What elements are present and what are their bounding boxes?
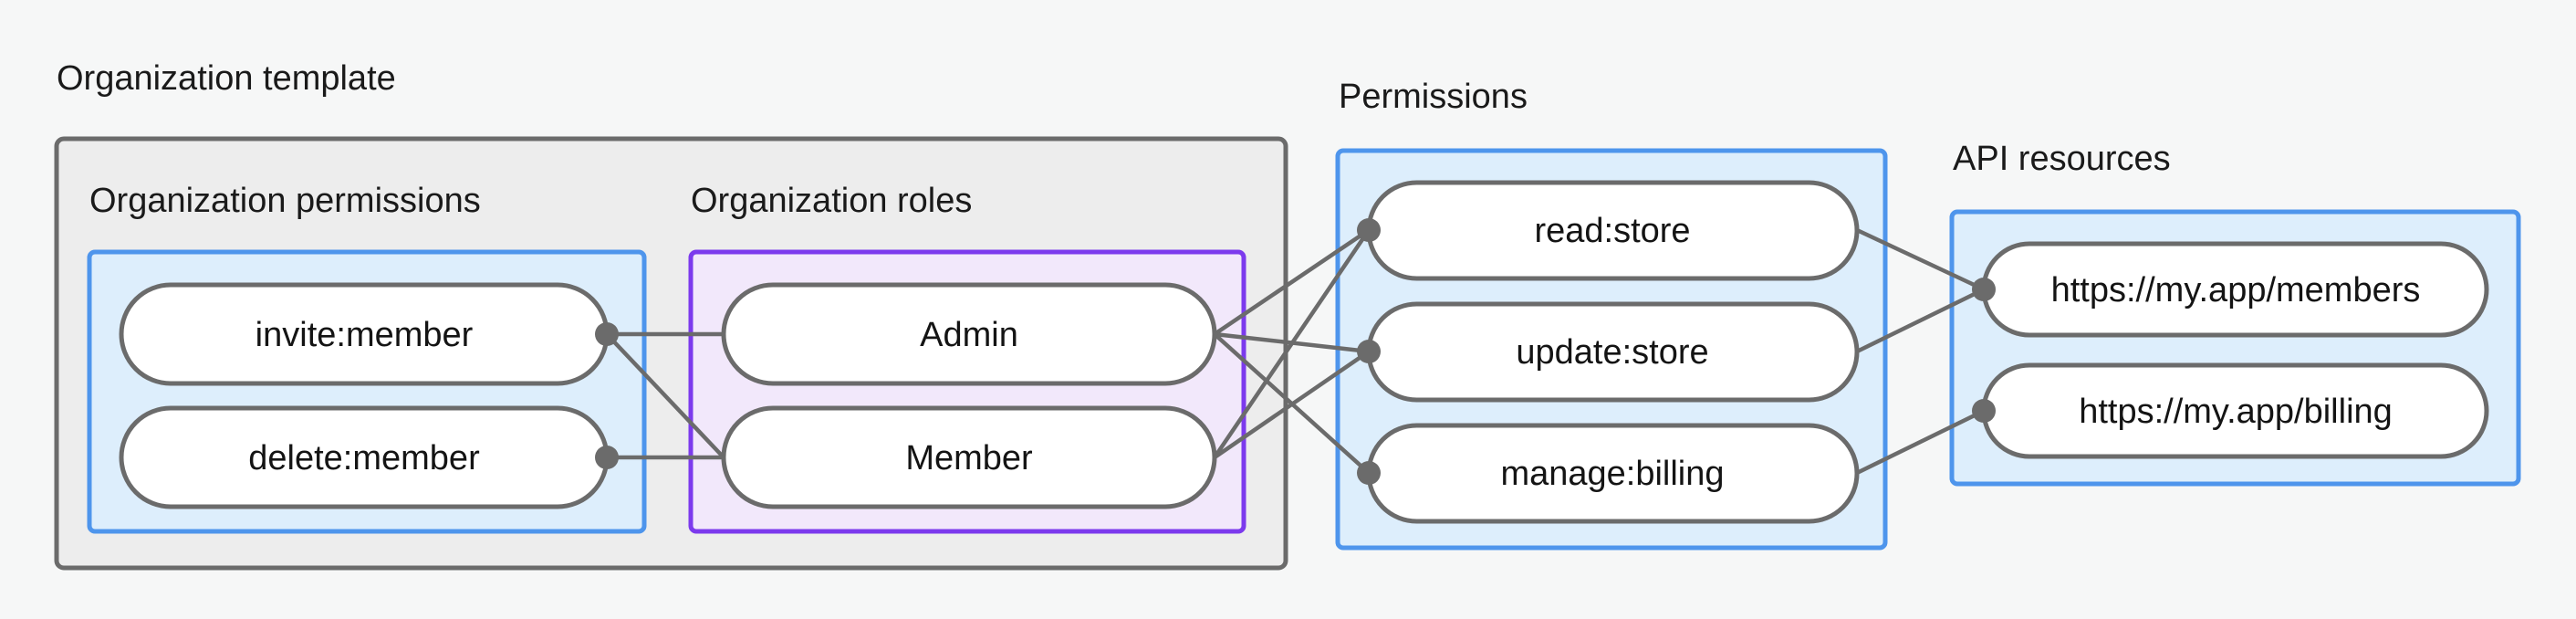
permissions-label: Permissions	[1339, 78, 1528, 116]
organization-permissions-label: Organization permissions	[89, 182, 481, 220]
node-delete-member[interactable]: delete:member	[119, 405, 610, 509]
node-delete-member-label: delete:member	[248, 439, 480, 477]
node-members-url[interactable]: https://my.app/members	[1981, 241, 2489, 338]
node-read-store[interactable]: read:store	[1366, 180, 1860, 281]
node-manage-billing[interactable]: manage:billing	[1366, 423, 1860, 524]
node-members-url-label: https://my.app/members	[2051, 271, 2421, 310]
organization-template-label: Organization template	[57, 59, 396, 98]
edge-admin-to-read-store	[1213, 228, 1371, 336]
node-admin-label: Admin	[920, 316, 1018, 354]
port-read-store-in	[1357, 218, 1381, 242]
edge-invite-member-to-member	[605, 332, 725, 459]
port-billing-url-in	[1972, 399, 1996, 423]
port-delete-member-out	[595, 446, 619, 469]
edge-member-to-update-store	[1213, 350, 1371, 459]
node-billing-url[interactable]: https://my.app/billing	[1981, 362, 2489, 459]
node-member-label: Member	[905, 439, 1033, 477]
edge-update-store-to-members-url	[1856, 287, 1985, 354]
node-member[interactable]: Member	[721, 405, 1217, 509]
node-read-store-label: read:store	[1534, 212, 1690, 250]
node-invite-member[interactable]: invite:member	[119, 282, 610, 386]
api-resources-label: API resources	[1953, 140, 2171, 178]
edge-member-to-read-store	[1213, 228, 1371, 459]
node-admin[interactable]: Admin	[721, 282, 1217, 386]
edge-group-permissions-api	[1856, 227, 1985, 476]
port-manage-billing-in	[1357, 461, 1381, 485]
organization-roles-label: Organization roles	[691, 182, 972, 220]
port-members-url-in	[1972, 278, 1996, 301]
port-invite-member-out	[595, 322, 619, 346]
node-billing-url-label: https://my.app/billing	[2079, 393, 2393, 431]
edge-group-template	[605, 331, 725, 460]
edge-manage-billing-to-billing-url	[1856, 408, 1985, 476]
node-update-store-label: update:store	[1516, 333, 1708, 372]
edge-group-roles-permissions	[1213, 228, 1371, 475]
node-manage-billing-label: manage:billing	[1500, 455, 1724, 493]
port-update-store-in	[1357, 340, 1381, 363]
edge-read-store-to-members-url	[1856, 227, 1985, 292]
node-invite-member-label: invite:member	[256, 316, 474, 354]
node-update-store[interactable]: update:store	[1366, 301, 1860, 403]
